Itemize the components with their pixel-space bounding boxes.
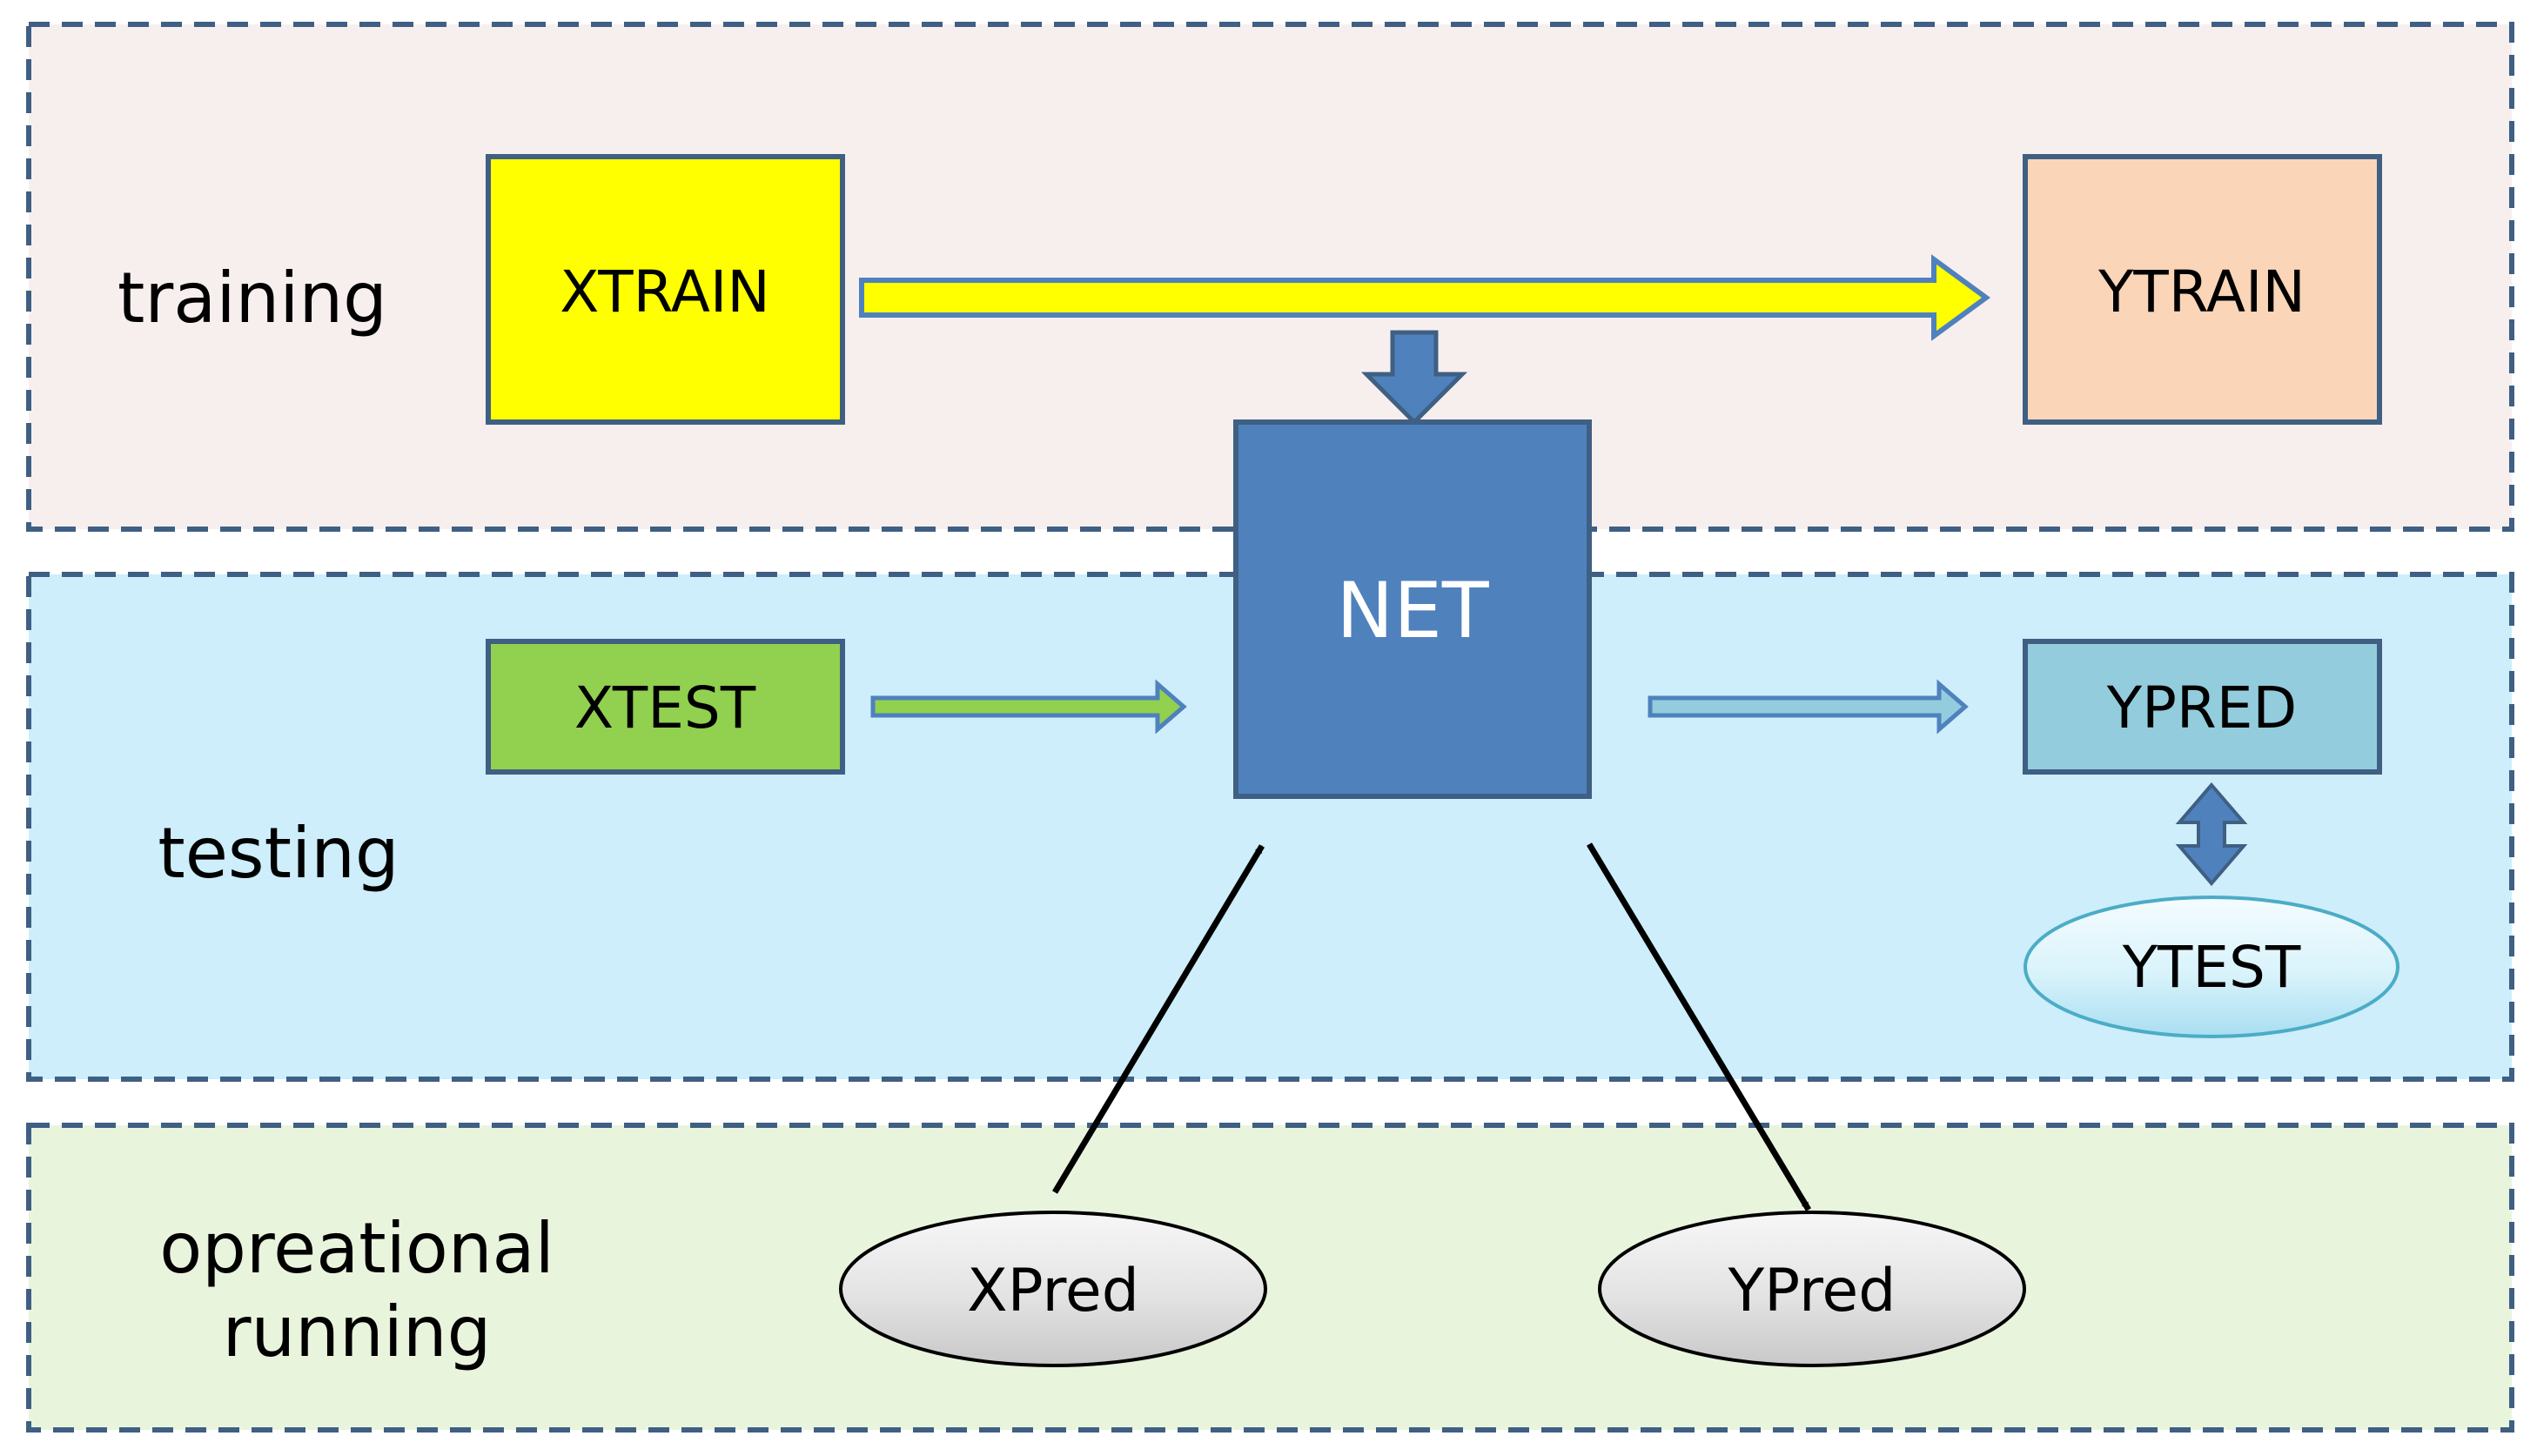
xpred-label: XPred	[967, 1257, 1139, 1325]
ypred-ellipse-label: YPred	[1728, 1257, 1896, 1325]
operational-label-line1: opreational	[159, 1208, 554, 1289]
training-label: training	[117, 258, 387, 339]
net-to-ypred-ellipse-arrow	[1586, 842, 1812, 1211]
xpred-ellipse	[839, 1211, 1267, 1367]
ytest-label: YTEST	[2122, 934, 2301, 1001]
operational-section	[26, 1123, 2514, 1433]
net-box	[1233, 419, 1592, 799]
operational-label-line2: running	[223, 1292, 492, 1372]
xtest-box	[486, 639, 845, 775]
net-to-ypred-arrow	[1648, 679, 1969, 735]
ytrain-box	[2023, 154, 2382, 425]
ypred-ellipse	[1598, 1211, 2026, 1367]
ypred-ytest-double-arrow	[2175, 782, 2248, 887]
testing-label: testing	[158, 813, 399, 894]
ypred-box	[2023, 639, 2382, 775]
xtrain-to-ytrain-arrow	[859, 254, 1991, 341]
ytest-ellipse	[2024, 896, 2399, 1038]
xpred-to-net-arrow	[1051, 844, 1265, 1194]
xtest-to-net-arrow	[870, 679, 1187, 735]
ypred-box-label: YPRED	[2106, 674, 2298, 741]
xtrain-box	[486, 154, 845, 425]
down-arrow-into-net	[1360, 330, 1468, 426]
xtest-label: XTEST	[574, 674, 756, 741]
net-label: NET	[1336, 566, 1489, 655]
xtrain-label: XTRAIN	[560, 258, 770, 325]
ytrain-label: YTRAIN	[2097, 258, 2305, 325]
